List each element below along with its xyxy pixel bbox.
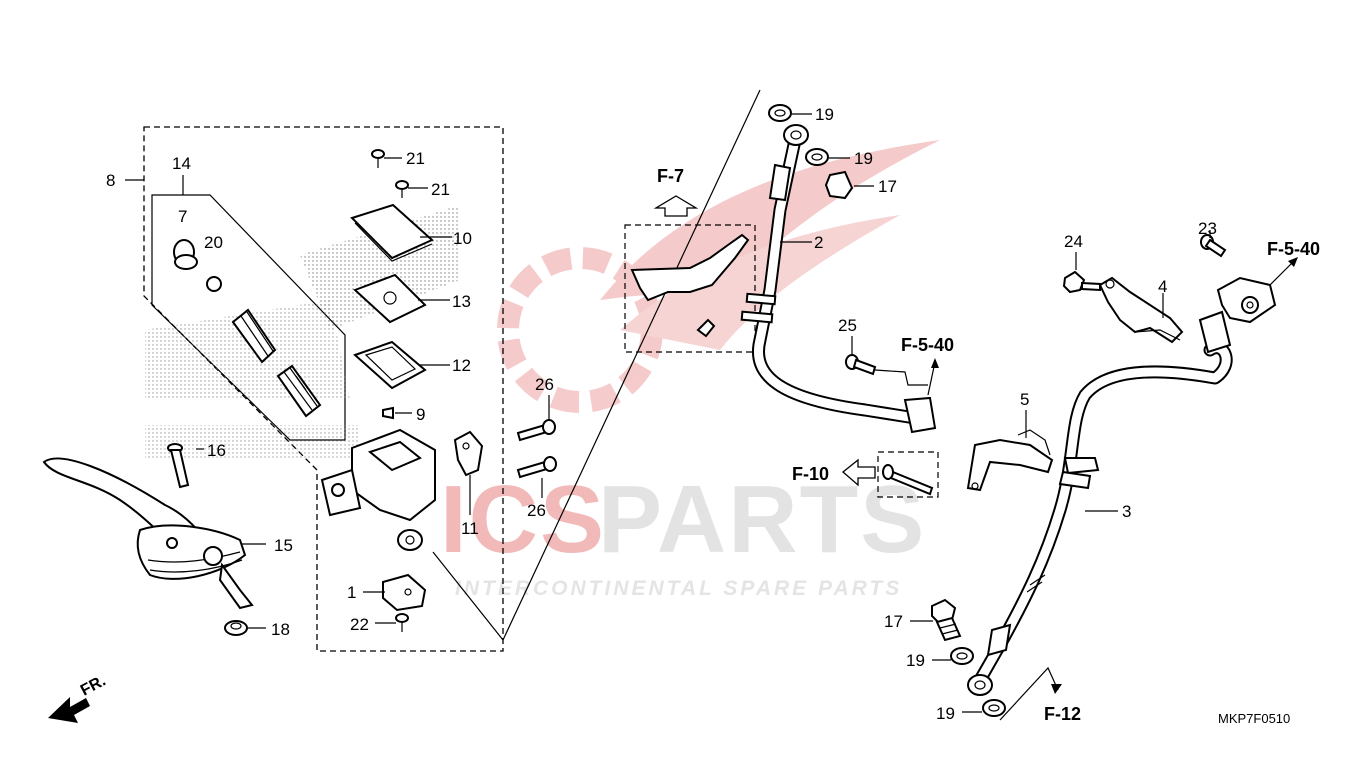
piston (231, 308, 277, 364)
screw-21b (395, 180, 409, 198)
brake-hose-lower (967, 310, 1233, 696)
callout-19c: 19 (906, 651, 925, 670)
front-direction-arrow (48, 697, 90, 723)
hose-clamp-bracket (966, 410, 1054, 492)
assembly-frame (143, 126, 504, 652)
ref-f12: F-12 (1044, 704, 1081, 724)
bolt-25 (845, 354, 877, 376)
bolt-23 (1200, 230, 1227, 258)
callout-26b: 26 (527, 501, 546, 520)
callout-9: 9 (416, 405, 425, 424)
holder-clamp (453, 430, 484, 515)
callout-19a: 19 (815, 105, 834, 124)
callout-1: 1 (347, 583, 356, 602)
callout-25: 25 (838, 316, 857, 335)
watermark-brand-right: PARTS (598, 466, 926, 573)
master-cylinder-assembly (125, 126, 504, 652)
diagram-code: MKP7F0510 (1218, 711, 1290, 726)
diaphragm-plate (353, 273, 427, 324)
watermark-logo (497, 140, 940, 413)
banjo-bolt-17a (824, 170, 854, 200)
callout-3: 3 (1122, 502, 1131, 521)
ref-f7: F-7 (657, 166, 684, 186)
callout-labels: 1 2 3 4 5 7 8 9 10 11 12 13 14 15 16 17 … (106, 105, 1217, 723)
watermark-brand-left: ICS (440, 466, 606, 573)
reservoir-cap (350, 203, 434, 260)
brake-hose-upper (740, 124, 937, 434)
callout-2: 2 (814, 233, 823, 252)
callout-8: 8 (106, 171, 115, 190)
hose-joint-bracket (1216, 276, 1277, 324)
watermark: ICS PARTS INTERCONTINENTAL SPARE PARTS (440, 140, 940, 600)
callout-18: 18 (271, 620, 290, 639)
callout-11: 11 (461, 519, 479, 538)
callout-14: 14 (172, 154, 191, 173)
washer-19a (768, 104, 792, 122)
explosion-line (432, 551, 504, 641)
bracket-detail-box (624, 195, 756, 353)
ref-arrow-f540-upper (1269, 261, 1294, 286)
washer-19b (805, 148, 829, 166)
ref-f10: F-10 (792, 464, 829, 484)
callout-4: 4 (1158, 277, 1167, 296)
pivot-bolt (167, 443, 190, 489)
callout-21a: 21 (406, 149, 425, 168)
brake-lever (42, 443, 266, 636)
direction-label: FR. (78, 672, 109, 699)
washer-19d (982, 699, 1006, 717)
bolt-24 (1062, 252, 1101, 294)
diaphragm (353, 340, 427, 390)
screw-22 (395, 613, 409, 632)
ref-f540-mid: F-5-40 (901, 335, 954, 355)
callout-10: 10 (453, 229, 472, 248)
ref-f540-upper: F-5-40 (1267, 239, 1320, 259)
left-arrow (841, 458, 876, 487)
washer-19c (950, 647, 974, 665)
callout-21b: 21 (431, 180, 450, 199)
callout-19b: 19 (854, 149, 873, 168)
spring (276, 364, 322, 418)
banjo-bolt-17b (931, 598, 962, 642)
callout-16: 16 (207, 441, 226, 460)
callout-7: 7 (178, 207, 187, 226)
reference-labels: F-7 F-5-40 F-5-40 F-10 F-12 FR. MKP7F051… (78, 166, 1320, 726)
bolt-26b (516, 456, 557, 479)
screw-21a (371, 149, 385, 168)
bolt-26a (516, 419, 556, 442)
callout-12: 12 (452, 356, 471, 375)
callout-15: 15 (274, 536, 293, 555)
callout-22: 22 (350, 615, 369, 634)
up-arrow (653, 195, 699, 217)
callout-19d: 19 (936, 704, 955, 723)
hose-bracket-4 (1098, 276, 1184, 344)
callout-17a: 17 (878, 177, 897, 196)
callout-5: 5 (1020, 390, 1029, 409)
brake-switch (382, 573, 427, 612)
callout-26a: 26 (535, 375, 554, 394)
callout-20: 20 (204, 233, 223, 252)
callout-24: 24 (1064, 232, 1083, 251)
bolt-detail-box (877, 451, 939, 498)
master-cylinder-body (320, 428, 436, 551)
callout-17b: 17 (884, 612, 903, 631)
clip (382, 406, 394, 420)
callout-13: 13 (452, 292, 471, 311)
watermark-tagline: INTERCONTINENTAL SPARE PARTS (455, 577, 902, 600)
circlip (206, 276, 222, 292)
nut (224, 620, 248, 636)
callout-23: 23 (1198, 219, 1217, 238)
dotted-shading-3 (145, 425, 360, 460)
